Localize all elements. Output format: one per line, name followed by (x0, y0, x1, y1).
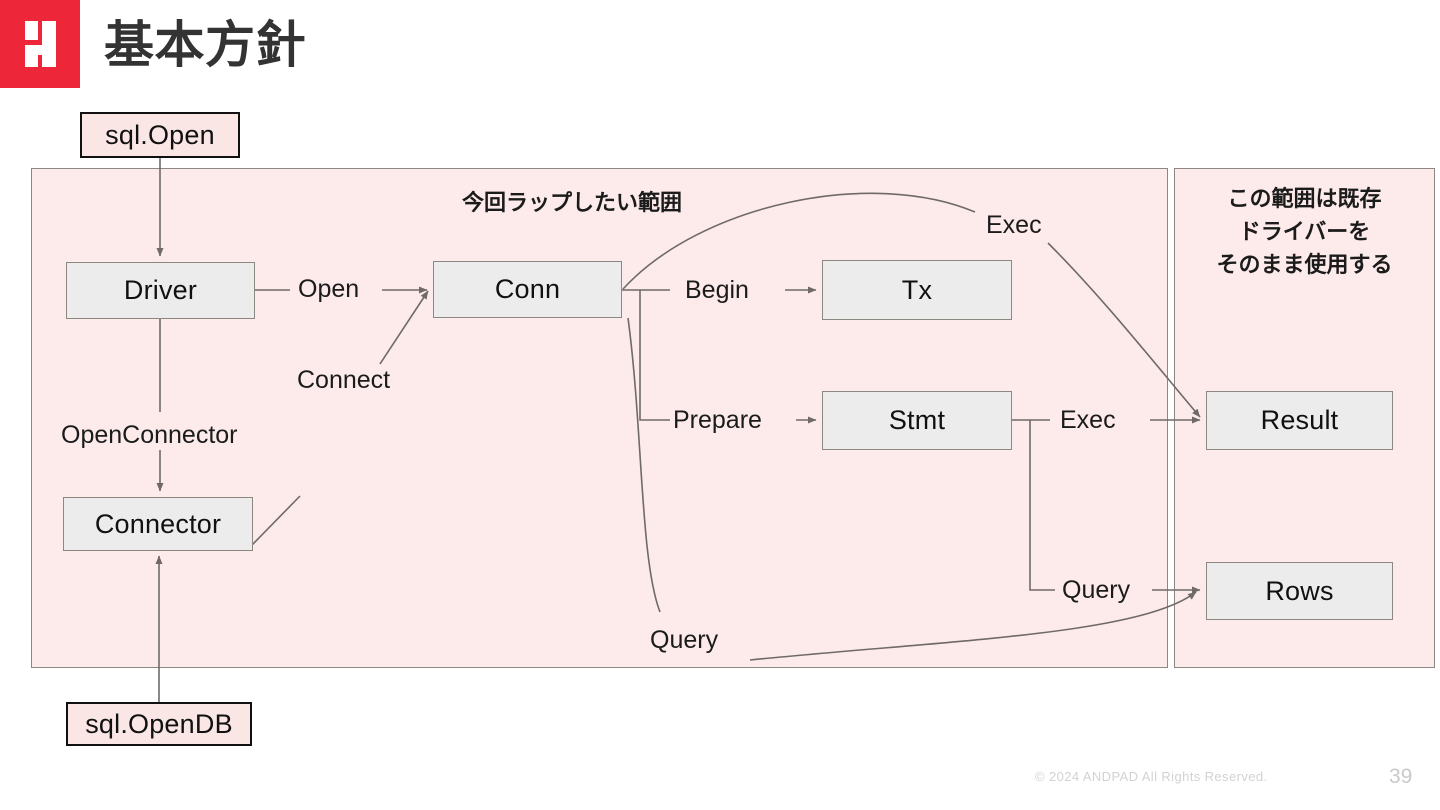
node-result[interactable]: Result (1206, 391, 1393, 450)
edge-label-exec-stmt: Exec (1060, 406, 1116, 434)
edge-label-exec-conn: Exec (986, 211, 1042, 239)
edge-label-query-conn: Query (650, 626, 719, 654)
footer-page-number: 39 (1389, 765, 1413, 788)
panel-existing-caption-line-1: この範囲は既存 (1227, 186, 1382, 211)
edge-label-prepare: Prepare (673, 406, 762, 434)
node-rows[interactable]: Rows (1206, 562, 1393, 620)
edge-label-query-stmt: Query (1062, 576, 1131, 604)
edge-label-open: Open (298, 275, 360, 303)
panel-wrap-caption: 今回ラップしたい範囲 (462, 190, 683, 215)
node-conn[interactable]: Conn (433, 261, 622, 318)
panel-existing-caption-line-2: ドライバーを (1238, 219, 1371, 244)
node-tx[interactable]: Tx (822, 260, 1012, 320)
panel-existing-caption: この範囲は既存 ドライバーを そのまま使用する (1178, 182, 1431, 281)
node-stmt[interactable]: Stmt (822, 391, 1012, 450)
edge-label-open-connector: OpenConnector (61, 421, 238, 449)
andpad-logo-icon (0, 0, 80, 88)
footer-copyright: © 2024 ANDPAD All Rights Reserved. (1035, 769, 1268, 784)
edge-label-begin: Begin (685, 276, 749, 304)
node-connector[interactable]: Connector (63, 497, 253, 551)
panel-existing-caption-line-3: そのまま使用する (1216, 252, 1393, 277)
node-sql-open[interactable]: sql.Open (80, 112, 240, 158)
page-title: 基本方針 (104, 17, 306, 73)
node-driver[interactable]: Driver (66, 262, 255, 319)
node-sql-opendb[interactable]: sql.OpenDB (66, 702, 252, 746)
edge-label-connect: Connect (297, 366, 391, 394)
